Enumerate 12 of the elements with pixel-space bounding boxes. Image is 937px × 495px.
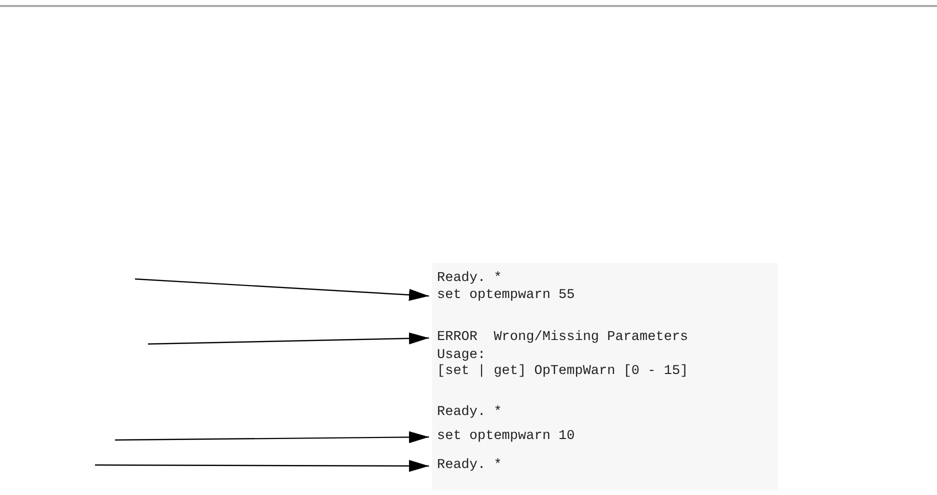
terminal-line: Ready. *	[437, 271, 502, 287]
leader-arrow	[148, 332, 430, 345]
terminal-line: set optempwarn 10	[437, 429, 575, 445]
terminal-line: Usage:	[437, 348, 486, 364]
leader-arrow	[95, 460, 429, 472]
leader-arrow	[134, 278, 430, 301]
terminal-line: Ready. *	[437, 458, 502, 474]
terminal-line: set optempwarn 55	[437, 288, 575, 304]
terminal-line: ERROR Wrong/Missing Parameters	[437, 330, 688, 346]
leader-arrow	[115, 431, 429, 444]
terminal-line: [set | get] OpTempWarn [0 - 15]	[437, 364, 688, 380]
terminal-line: Ready. *	[437, 405, 502, 421]
